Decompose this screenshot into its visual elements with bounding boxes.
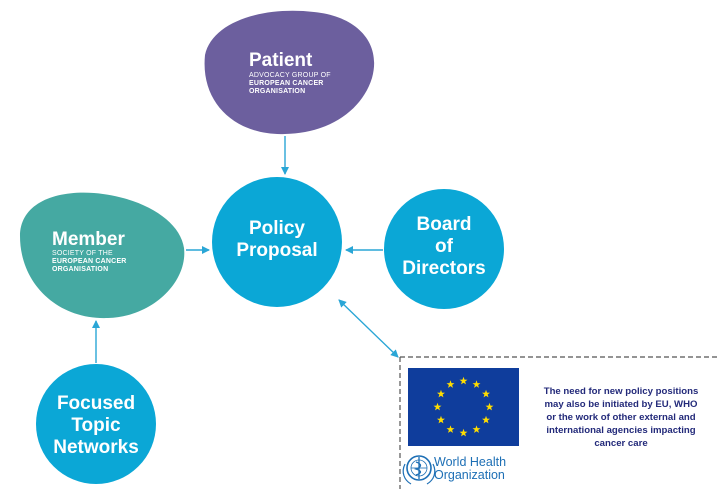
note-line-5: cancer care <box>594 438 648 449</box>
eu-star-icon <box>459 428 468 437</box>
policy-proposal-circle <box>212 177 342 307</box>
eu-star-icon <box>482 389 491 398</box>
eu-star-icon <box>482 415 491 424</box>
eu-star-icon <box>485 402 494 411</box>
patient-title: Patient <box>249 50 313 71</box>
policy-proposal-label: Policy Proposal <box>212 218 342 262</box>
board-line-1: Board <box>416 214 472 235</box>
member-sub-line-3: ORGANISATION <box>52 266 109 273</box>
note-line-1: The need for new policy positions <box>543 386 699 397</box>
patient-sub-line-2: EUROPEAN CANCER <box>249 80 324 87</box>
who-emblem-icon <box>402 455 436 485</box>
focused-topic-label: Focused Topic Networks <box>36 393 156 459</box>
board-line-2: of <box>435 236 453 257</box>
note-line-4: international agencies impacting <box>546 425 696 436</box>
eu-star-icon <box>446 380 455 388</box>
board-line-3: Directors <box>402 258 486 279</box>
eu-star-icon <box>446 425 455 433</box>
eu-star-icon <box>436 415 445 424</box>
board-circle <box>384 189 504 309</box>
eu-star-icon <box>433 402 442 411</box>
member-sub-line-1: SOCIETY OF THE <box>52 250 113 257</box>
who-line-1: World Health <box>434 455 507 469</box>
policy-line-1: Policy <box>249 218 305 239</box>
member-subtitle: SOCIETY OF THE EUROPEAN CANCER ORGANISAT… <box>52 250 127 274</box>
eu-star-icon <box>436 389 445 398</box>
patient-sub-line-1: ADVOCACY GROUP OF <box>249 72 331 79</box>
eu-star-icon <box>472 380 481 388</box>
patient-sub-line-3: ORGANISATION <box>249 88 306 95</box>
patient-subtitle: ADVOCACY GROUP OF EUROPEAN CANCER ORGANI… <box>249 72 331 96</box>
policy-line-2: Proposal <box>236 240 318 261</box>
member-blob <box>20 192 185 319</box>
eu-star-icon <box>459 376 468 385</box>
who-line-2: Organization <box>434 468 505 482</box>
board-label: Board of Directors <box>384 214 504 280</box>
eu-star-icon <box>472 425 481 433</box>
focused-line-2: Topic <box>71 415 121 436</box>
focused-topic-circle <box>36 364 156 484</box>
note-line-2: may also be initiated by EU, WHO <box>544 399 698 410</box>
note-line-3: or the work of other external and <box>546 412 696 423</box>
patient-blob <box>204 10 375 135</box>
member-title: Member <box>52 229 125 250</box>
focused-line-1: Focused <box>56 393 136 414</box>
arrow-policy-external-bidirectional <box>338 299 399 358</box>
who-name: World Health Organization <box>434 456 506 482</box>
member-sub-line-2: EUROPEAN CANCER <box>52 258 127 265</box>
external-initiative-note: The need for new policy positions may al… <box>523 385 717 450</box>
focused-line-3: Networks <box>53 437 139 458</box>
eu-flag-icon <box>408 368 519 446</box>
